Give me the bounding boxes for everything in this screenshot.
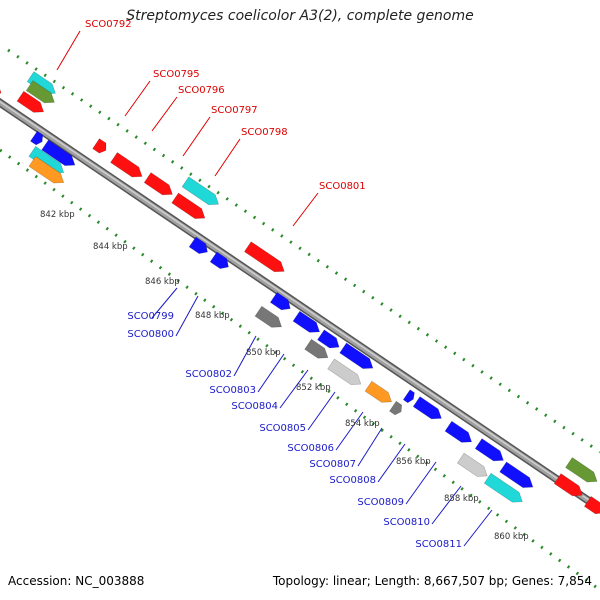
gene-arrow-31[interactable] [499, 461, 537, 492]
gene-arrow-18[interactable] [254, 305, 285, 332]
scale-label: 858 kbp [444, 494, 479, 504]
leader-sco0806 [335, 411, 364, 451]
gene-arrow-28[interactable] [444, 420, 475, 447]
gene-arrow-11[interactable] [143, 172, 176, 200]
gene-arrow-22[interactable] [339, 342, 377, 373]
gene-arrow-13[interactable] [171, 192, 209, 223]
gene-label-sco0796[interactable]: SCO0796 [178, 85, 225, 96]
gene-arrow-30[interactable] [456, 452, 490, 481]
gene-arrow-27[interactable] [412, 396, 445, 424]
accession-text: Accession: NC_003888 [8, 574, 145, 588]
gene-arrow-32[interactable] [483, 472, 526, 506]
gene-label-sco0797[interactable]: SCO0797 [211, 105, 258, 116]
gene-arrow-26[interactable] [402, 389, 416, 404]
scale-label: 842 kbp [40, 210, 75, 220]
leader-sco0807 [357, 427, 383, 467]
gene-arrow-12[interactable] [181, 176, 222, 209]
gene-arrow-15[interactable] [209, 251, 232, 272]
leader-sco0802 [233, 335, 257, 377]
gene-label-sco0804[interactable]: SCO0804 [231, 401, 278, 412]
leader-sco0809 [405, 461, 437, 505]
gene-arrow-1[interactable] [0, 75, 4, 98]
scale-label: 846 kbp [145, 277, 180, 287]
leader-sco0798 [214, 138, 241, 177]
scale-label: 856 kbp [396, 457, 431, 467]
leader-sco0797 [182, 116, 211, 157]
leader-sco0804 [279, 369, 309, 409]
gene-arrow-16[interactable] [243, 241, 287, 277]
gene-arrow-29[interactable] [474, 438, 507, 466]
gene-label-sco0809[interactable]: SCO0809 [357, 497, 404, 508]
map-title: Streptomyces coelicolor A3(2), complete … [126, 8, 474, 24]
gene-label-sco0811[interactable]: SCO0811 [415, 539, 462, 550]
gene-label-sco0800[interactable]: SCO0800 [127, 329, 174, 340]
gene-label-sco0806[interactable]: SCO0806 [287, 443, 334, 454]
leader-sco0799 [151, 287, 178, 319]
leader-sco0795 [124, 80, 151, 117]
leader-sco0808 [377, 443, 406, 483]
gene-arrow-17[interactable] [269, 292, 293, 313]
gene-arrow-33[interactable] [565, 457, 600, 487]
leader-sco0810 [431, 485, 462, 525]
gene-arrow-5[interactable] [30, 130, 45, 147]
gene-arrow-19[interactable] [292, 310, 323, 337]
gene-arrow-14[interactable] [188, 236, 211, 257]
leader-sco0796 [151, 96, 178, 132]
gene-arrow-3[interactable] [25, 80, 58, 108]
leader-sco0803 [257, 353, 285, 393]
gene-features [0, 71, 600, 515]
gene-label-sco0795[interactable]: SCO0795 [153, 69, 200, 80]
gene-label-sco0807[interactable]: SCO0807 [309, 459, 356, 470]
gene-label-sco0802[interactable]: SCO0802 [185, 369, 232, 380]
gene-arrow-24[interactable] [364, 380, 395, 407]
gene-arrow-10[interactable] [110, 152, 146, 182]
gene-arrow-34[interactable] [553, 473, 586, 501]
gene-arrow-21[interactable] [304, 338, 332, 362]
gene-label-sco0808[interactable]: SCO0808 [329, 475, 376, 486]
scale-label: 854 kbp [345, 419, 380, 429]
gene-arrow-9[interactable] [92, 138, 110, 156]
scale-label: 860 kbp [494, 532, 529, 542]
gene-label-sco0798[interactable]: SCO0798 [241, 127, 288, 138]
scale-label: 844 kbp [93, 242, 128, 252]
genome-backbone [0, 97, 600, 514]
scale-label: 850 kbp [246, 348, 281, 358]
topology-text: Topology: linear; Length: 8,667,507 bp; … [272, 574, 592, 588]
gene-label-sco0799[interactable]: SCO0799 [127, 311, 174, 322]
gene-arrow-23[interactable] [327, 358, 365, 389]
leader-sco0792 [56, 30, 81, 71]
leader-sco0805 [307, 391, 336, 431]
scale-label: 852 kbp [296, 383, 331, 393]
label-leader-lines [56, 30, 493, 547]
scale-label: 848 kbp [195, 311, 230, 321]
gene-label-sco0805[interactable]: SCO0805 [259, 423, 306, 434]
gene-arrow-8[interactable] [28, 155, 67, 187]
gene-label-sco0810[interactable]: SCO0810 [383, 517, 430, 528]
gene-arrow-6[interactable] [41, 139, 79, 170]
gene-arrow-4[interactable] [16, 90, 47, 117]
gene-label-sco0792[interactable]: SCO0792 [85, 19, 132, 30]
gene-label-sco0801[interactable]: SCO0801 [319, 181, 366, 192]
text-labels: SCO0792SCO0795SCO0796SCO0797SCO0798SCO08… [40, 19, 529, 550]
gene-arrow-25[interactable] [389, 400, 404, 417]
leader-sco0811 [463, 509, 493, 547]
leader-sco0800 [175, 295, 199, 337]
gene-arrow-20[interactable] [317, 329, 343, 352]
leader-sco0801 [292, 192, 319, 227]
gene-label-sco0803[interactable]: SCO0803 [209, 385, 256, 396]
